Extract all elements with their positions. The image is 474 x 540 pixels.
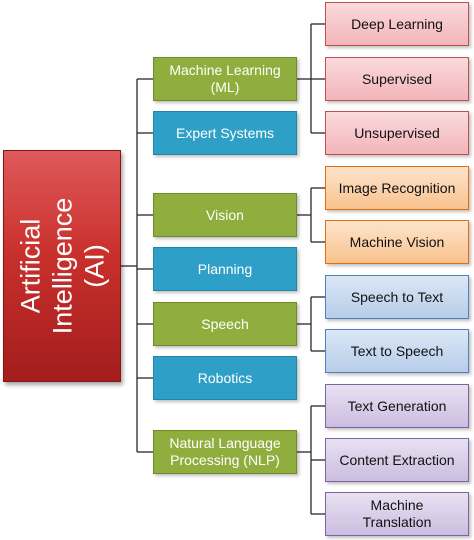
- leaf-machine-vision: Machine Vision: [325, 220, 469, 264]
- branch-label: Speech: [201, 315, 249, 332]
- leaf-label: Speech to Text: [350, 288, 444, 305]
- leaf-supervised: Supervised: [325, 57, 469, 101]
- leaf-label-line1: Machine: [370, 497, 424, 513]
- branch-speech: Speech: [153, 302, 297, 346]
- leaf-deep-learning: Deep Learning: [325, 2, 469, 46]
- branch-machine-learning: Machine Learning (ML): [153, 57, 297, 101]
- branch-vision: Vision: [153, 193, 297, 237]
- leaf-label: Supervised: [361, 70, 433, 87]
- branch-label: Expert Systems: [175, 124, 275, 141]
- leaf-machine-translation: Machine Translation: [325, 492, 469, 536]
- branch-natural-language-processing: Natural Language Processing (NLP): [153, 430, 297, 474]
- branch-label-line1: Machine Learning: [169, 62, 281, 78]
- branch-label: Vision: [206, 206, 244, 223]
- branch-label-line1: Natural Language: [169, 435, 281, 451]
- leaf-label: Image Recognition: [338, 179, 456, 196]
- branch-label-line2: Processing (NLP): [170, 452, 280, 468]
- leaf-label: Unsupervised: [354, 124, 440, 141]
- leaf-label: Deep Learning: [351, 15, 443, 32]
- root-label: Artificial Intelligence (AI): [14, 198, 110, 335]
- leaf-text-generation: Text Generation: [325, 384, 469, 428]
- leaf-content-extraction: Content Extraction: [325, 438, 469, 482]
- root-label-line3: (AI): [79, 244, 110, 288]
- leaf-text-to-speech: Text to Speech: [325, 329, 469, 373]
- branch-robotics: Robotics: [153, 356, 297, 400]
- leaf-label: Text to Speech: [350, 342, 444, 359]
- branch-label-line2: (ML): [210, 79, 240, 95]
- leaf-image-recognition: Image Recognition: [325, 166, 469, 210]
- root-label-line2: Intelligence: [47, 197, 78, 335]
- leaf-label: Text Generation: [347, 397, 447, 414]
- branch-label: Planning: [197, 260, 253, 277]
- leaf-unsupervised: Unsupervised: [325, 111, 469, 155]
- branch-planning: Planning: [153, 247, 297, 291]
- branch-label: Robotics: [197, 369, 253, 386]
- leaf-label-line2: Translation: [362, 514, 432, 530]
- leaf-label: Content Extraction: [339, 451, 455, 468]
- root-label-line1: Artificial: [15, 218, 46, 314]
- branch-expert-systems: Expert Systems: [153, 111, 297, 155]
- leaf-label: Machine Vision: [349, 233, 445, 250]
- leaf-speech-to-text: Speech to Text: [325, 275, 469, 319]
- root-node-artificial-intelligence: Artificial Intelligence (AI): [3, 150, 121, 382]
